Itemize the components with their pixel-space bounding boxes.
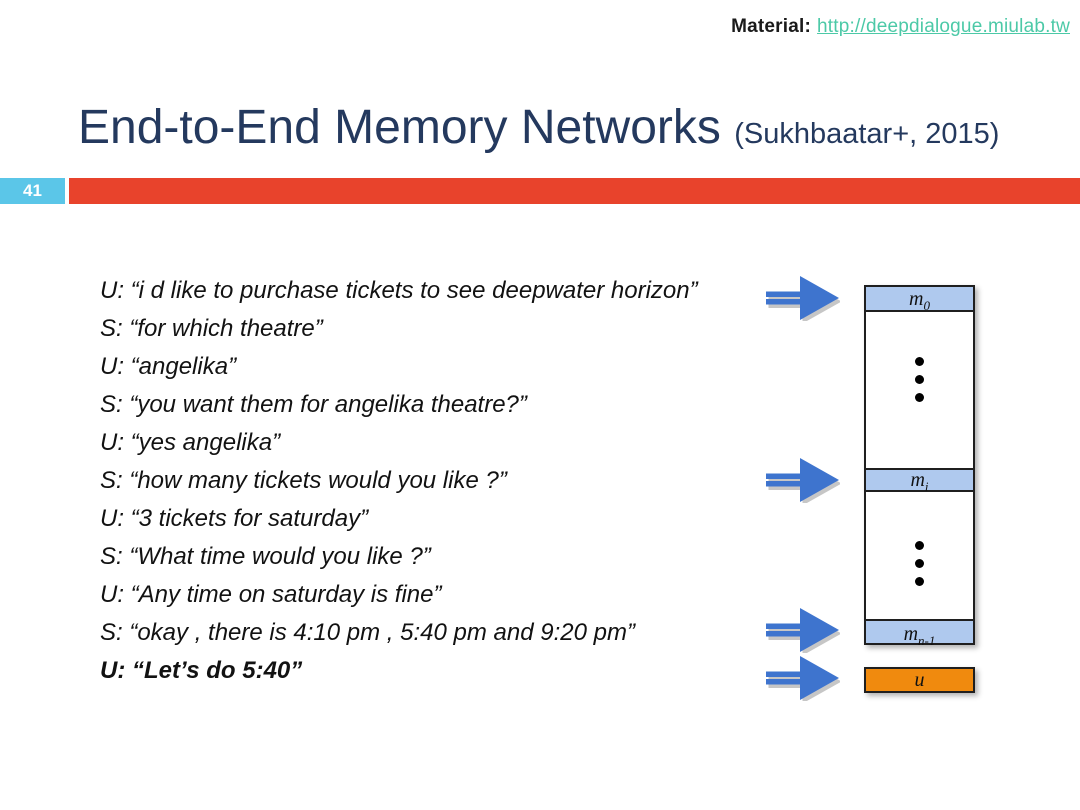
dialogue-line: S: “you want them for angelika theatre?”	[100, 391, 527, 418]
dialogue-line: U: “yes angelika”	[100, 429, 281, 456]
memory-cell-mi: mi	[866, 468, 973, 494]
ellipsis-dots	[866, 541, 973, 586]
arrow-right-icon	[766, 276, 840, 321]
dialogue-line: S: “for which theatre”	[100, 315, 323, 342]
material-credit: Material:http://deepdialogue.miulab.tw	[731, 16, 1070, 38]
dialogue-line: U: “angelika”	[100, 353, 237, 380]
memory-cell-m0: m0	[866, 287, 973, 312]
dialogue-line: S: “What time would you like ?”	[100, 543, 431, 570]
query-cell-u-label: u	[914, 669, 925, 691]
page-title: End-to-End Memory Networks (Sukhbaatar+,…	[78, 98, 999, 158]
memory-cell-mi-label: mi	[910, 469, 929, 494]
memory-stack: m0 mi mn-1	[864, 285, 975, 648]
query-cell-u: u	[864, 667, 975, 693]
title-citation: (Sukhbaatar+, 2015)	[734, 118, 1000, 150]
ellipsis-dots	[866, 357, 973, 402]
arrow-right-icon	[766, 458, 840, 503]
page-number-badge: 41	[0, 178, 65, 204]
dialogue-line: U: “i d like to purchase tickets to see …	[100, 277, 698, 304]
arrow-right-icon	[766, 656, 840, 701]
material-link[interactable]: http://deepdialogue.miulab.tw	[817, 16, 1070, 37]
dialogue-transcript: U: “i d like to purchase tickets to see …	[100, 272, 760, 690]
arrow-right-icon	[766, 608, 840, 653]
dialogue-line: S: “okay , there is 4:10 pm , 5:40 pm an…	[100, 619, 635, 646]
dialogue-line: U: “Let’s do 5:40”	[100, 657, 303, 684]
dialogue-line: U: “Any time on saturday is fine”	[100, 581, 442, 608]
material-label: Material:	[731, 16, 812, 37]
title-main: End-to-End Memory Networks	[78, 101, 721, 154]
dialogue-line: S: “how many tickets would you like ?”	[100, 467, 507, 494]
memory-cell-mn1: mn-1	[866, 619, 973, 648]
memory-cell-m0-label: m0	[909, 287, 930, 313]
memory-cell-mn1-label: mn-1	[903, 623, 936, 648]
title-underline-bar	[69, 178, 1080, 204]
dialogue-line: U: “3 tickets for saturday”	[100, 505, 369, 532]
